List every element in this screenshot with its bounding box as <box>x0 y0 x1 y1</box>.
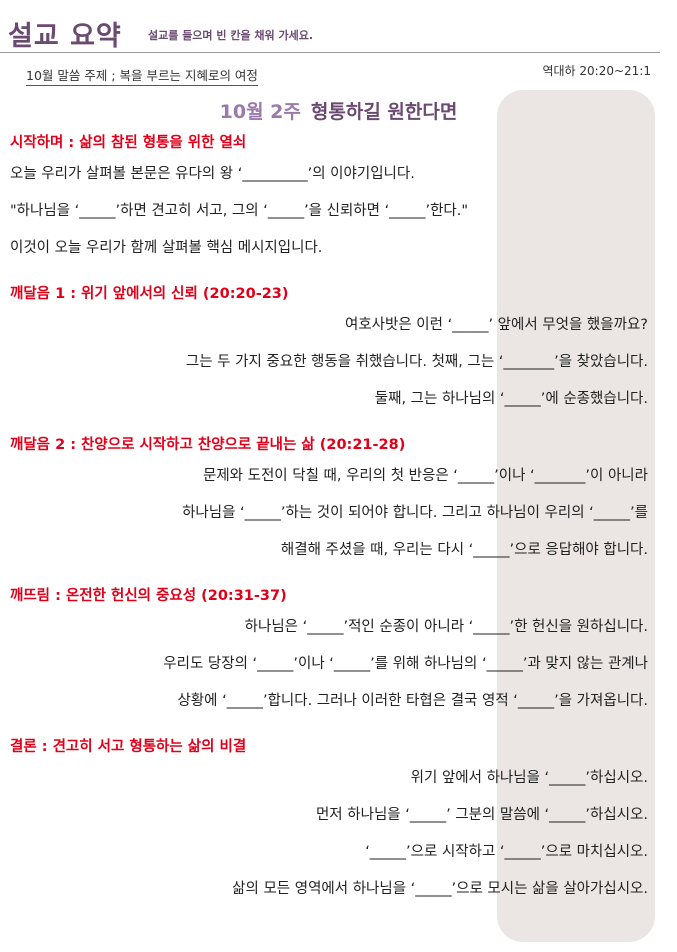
section-heading: 결론 : 견고히 서고 형통하는 삶의 비결 <box>10 739 247 755</box>
scripture-reference: 역대하 20:20~21:1 <box>542 64 651 78</box>
fill-in-line: 해결해 주셨을 때, 우리는 다시 ‘_____’으로 응답해야 합니다. <box>280 542 648 558</box>
fill-in-line: 문제와 도전이 닥칠 때, 우리의 첫 반응은 ‘_____’이나 ‘_____… <box>202 468 648 484</box>
fill-in-line: ‘_____’으로 시작하고 ‘_____’으로 마치십시오. <box>365 844 648 860</box>
instruction-text: 설교를 들으며 빈 칸을 채워 가세요. <box>148 29 314 42</box>
sermon-heading: 10월 2주 형통하길 원한다면 <box>0 97 677 124</box>
section-heading: 깨달음 1 : 위기 앞에서의 신뢰 (20:20-23) <box>10 286 289 302</box>
fill-in-line: 둘째, 그는 하나님의 ‘_____’에 순종했습니다. <box>374 391 648 407</box>
fill-in-line: 위기 앞에서 하나님을 ‘_____’하십시오. <box>410 770 648 786</box>
fill-in-line: 이것이 오늘 우리가 함께 살펴볼 핵심 메시지입니다. <box>10 240 323 256</box>
section-heading: 깨달음 2 : 찬양으로 시작하고 찬양으로 끝내는 삶 (20:21-28) <box>10 437 406 453</box>
sermon-content: 시작하며 : 삶의 참된 형통을 위한 열쇠 오늘 우리가 살펴볼 본문은 유다… <box>10 130 648 908</box>
fill-in-line: 우리도 당장의 ‘_____’이나 ‘_____’를 위해 하나님의 ‘____… <box>163 656 648 672</box>
fill-in-line: 오늘 우리가 살펴볼 본문은 유다의 왕 ‘_________’의 이야기입니다… <box>10 166 415 182</box>
page-title: 설교 요약 <box>8 21 122 52</box>
divider <box>0 52 660 53</box>
week-label: 10월 2주 <box>219 101 301 123</box>
section-heading: 시작하며 : 삶의 참된 형통을 위한 열쇠 <box>10 135 247 151</box>
monthly-theme: 10월 말씀 주제 ; 복을 부르는 지혜로의 여정 <box>26 65 258 86</box>
side-panel <box>497 90 655 942</box>
fill-in-line: 삶의 모든 영역에서 하나님을 ‘_____’으로 모시는 삶을 살아가십시오. <box>232 881 648 897</box>
fill-in-line: 상황에 ‘_____’합니다. 그러나 이러한 타협은 결국 영적 ‘_____… <box>177 693 648 709</box>
fill-in-line: 하나님은 ‘_____’적인 순종이 아니라 ‘_____’한 헌신을 원하십니… <box>244 619 648 635</box>
fill-in-line: 하나님을 ‘_____’하는 것이 되어야 합니다. 그리고 하나님이 우리의 … <box>182 505 648 521</box>
fill-in-line: "하나님을 ‘_____’하면 견고히 서고, 그의 ‘_____’을 신뢰하면… <box>10 203 469 219</box>
section-heading: 깨뜨림 : 온전한 헌신의 중요성 (20:31-37) <box>10 588 287 604</box>
sermon-title: 형통하길 원한다면 <box>310 101 458 123</box>
fill-in-line: 그는 두 가지 중요한 행동을 취했습니다. 첫째, 그는 ‘_______’을… <box>185 354 648 370</box>
fill-in-line: 여호사밧은 이런 ‘_____’ 앞에서 무엇을 했을까요? <box>345 317 648 333</box>
fill-in-line: 먼저 하나님을 ‘_____’ 그분의 말씀에 ‘_____’하십시오. <box>315 807 648 823</box>
